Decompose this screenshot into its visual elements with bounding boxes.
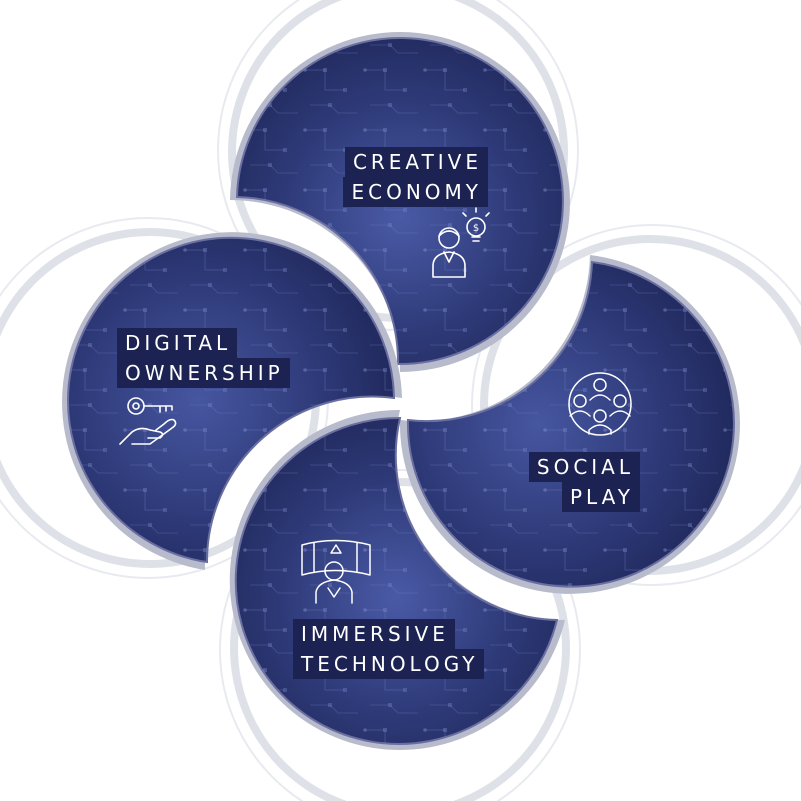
label-immersive-technology: IMMERSIVE TECHNOLOGY — [293, 619, 503, 679]
label-digital-ownership-line1: DIGITAL — [117, 328, 238, 358]
community-icon — [568, 372, 632, 436]
label-social-play: SOCIAL PLAY — [490, 452, 640, 512]
label-creative-economy-line2: ECONOMY — [343, 177, 488, 207]
label-social-play-line1: SOCIAL — [528, 452, 640, 482]
label-creative-economy-line1: CREATIVE — [344, 147, 488, 177]
creator-idea-icon: $ — [432, 207, 490, 278]
vr-user-icon — [301, 539, 371, 604]
svg-text:$: $ — [473, 223, 479, 234]
label-digital-ownership-line2: OWNERSHIP — [117, 358, 290, 388]
label-creative-economy: CREATIVE ECONOMY — [338, 147, 488, 207]
label-digital-ownership: DIGITAL OWNERSHIP — [117, 328, 297, 388]
label-immersive-technology-line1: IMMERSIVE — [293, 619, 455, 649]
petal-social-play — [399, 255, 740, 594]
petal-digital-ownership — [62, 232, 402, 571]
key-hand-icon — [119, 397, 177, 445]
label-immersive-technology-line2: TECHNOLOGY — [293, 649, 485, 679]
label-social-play-line2: PLAY — [561, 482, 640, 512]
